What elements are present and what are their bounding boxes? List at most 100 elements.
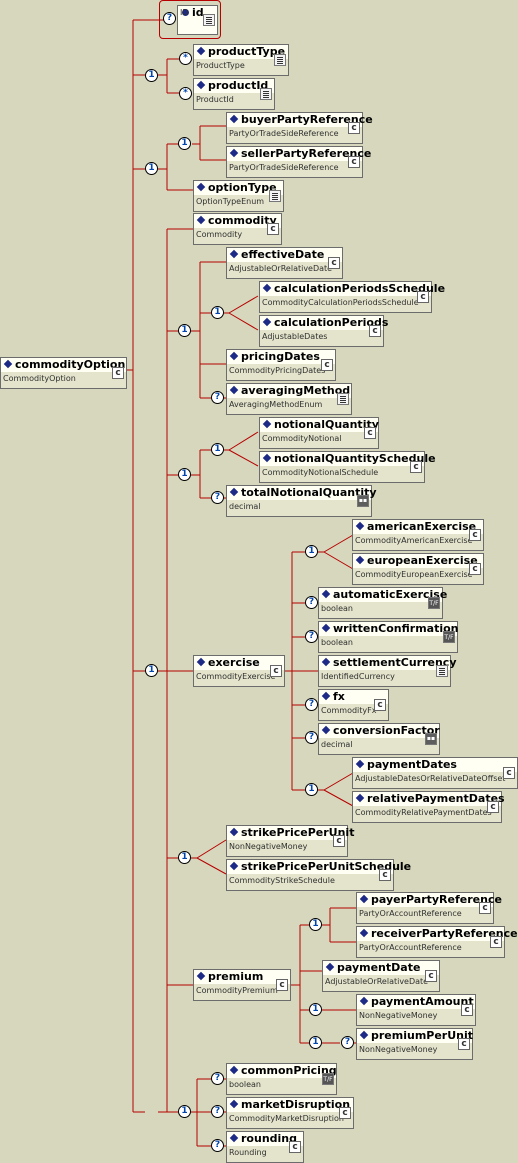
optional-marker: ? — [305, 731, 318, 744]
many-marker: * — [179, 87, 192, 100]
element-icon — [229, 861, 239, 871]
element-name: premiumPerUnit — [371, 1029, 474, 1042]
element-icon — [229, 1065, 239, 1075]
element-type: CommodityRelativePaymentDates — [355, 808, 492, 817]
element-icon — [229, 148, 239, 158]
complex-type-icon — [469, 529, 481, 541]
element-type: OptionTypeEnum — [196, 197, 265, 206]
element-icon — [321, 623, 331, 633]
simple-type-icon — [274, 54, 286, 66]
element-type: CommodityAmericanExercise — [355, 536, 473, 545]
element-type: PartyOrTradeSideReference — [229, 163, 339, 172]
element-type: Commodity — [196, 230, 243, 239]
element-type: Rounding — [229, 1148, 267, 1157]
complex-type-icon — [374, 699, 386, 711]
element-name: calculationPeriods — [274, 316, 389, 329]
element-icon — [321, 725, 331, 735]
element-icon — [229, 1133, 239, 1143]
sequence-marker: 1 — [178, 468, 191, 481]
optional-marker: ? — [211, 1072, 224, 1085]
sequence-marker: 1 — [309, 918, 322, 931]
simple-type-icon — [337, 393, 349, 405]
element-icon — [262, 419, 272, 429]
complex-type-icon — [348, 122, 360, 134]
element-type: AdjustableOrRelativeDate — [325, 977, 429, 986]
element-name: strikePricePerUnitSchedule — [241, 860, 412, 873]
element-type: boolean — [229, 1080, 261, 1089]
root-commodity-option[interactable]: commodityOption CommodityOption — [0, 357, 127, 389]
element-name: averagingMethod — [241, 384, 351, 397]
sequence-marker: 1 — [145, 664, 158, 677]
complex-type-icon — [289, 1141, 301, 1153]
element-name: productId — [208, 79, 269, 92]
complex-type-icon — [112, 367, 124, 379]
attribute-id[interactable]: id ID — [177, 5, 218, 35]
element-icon — [196, 46, 206, 56]
element-type: AdjustableOrRelativeDate — [229, 264, 333, 273]
element-name: paymentDates — [367, 758, 457, 771]
element-icon — [196, 182, 206, 192]
element-name: conversionFactor — [333, 724, 440, 737]
complex-type-icon — [461, 1004, 473, 1016]
element-name: pricingDates — [241, 350, 320, 363]
element-name: effectiveDate — [241, 248, 325, 261]
element-name: notionalQuantitySchedule — [274, 452, 436, 465]
sequence-marker: 1 — [309, 1003, 322, 1016]
element-name: notionalQuantity — [274, 418, 379, 431]
element-name: americanExercise — [367, 520, 477, 533]
complex-type-icon — [270, 665, 282, 677]
element-type: CommodityFx — [321, 706, 377, 715]
element-name: payerPartyReference — [371, 893, 502, 906]
element-name: totalNotionalQuantity — [241, 486, 377, 499]
element-name: commodity — [208, 214, 277, 227]
complex-type-icon — [425, 970, 437, 982]
element-name: exercise — [208, 656, 260, 669]
element-name: buyerPartyReference — [241, 113, 373, 126]
decimal-type-icon — [357, 495, 369, 507]
decimal-type-icon — [425, 733, 437, 745]
optional-marker: ? — [211, 391, 224, 404]
element-name: paymentDate — [337, 961, 421, 974]
complex-type-icon — [333, 835, 345, 847]
attribute-name: id — [192, 6, 204, 19]
element-icon — [325, 962, 335, 972]
element-type: NonNegativeMoney — [359, 1011, 438, 1020]
element-name: commodityOption — [15, 358, 126, 371]
element-icon — [321, 657, 331, 667]
